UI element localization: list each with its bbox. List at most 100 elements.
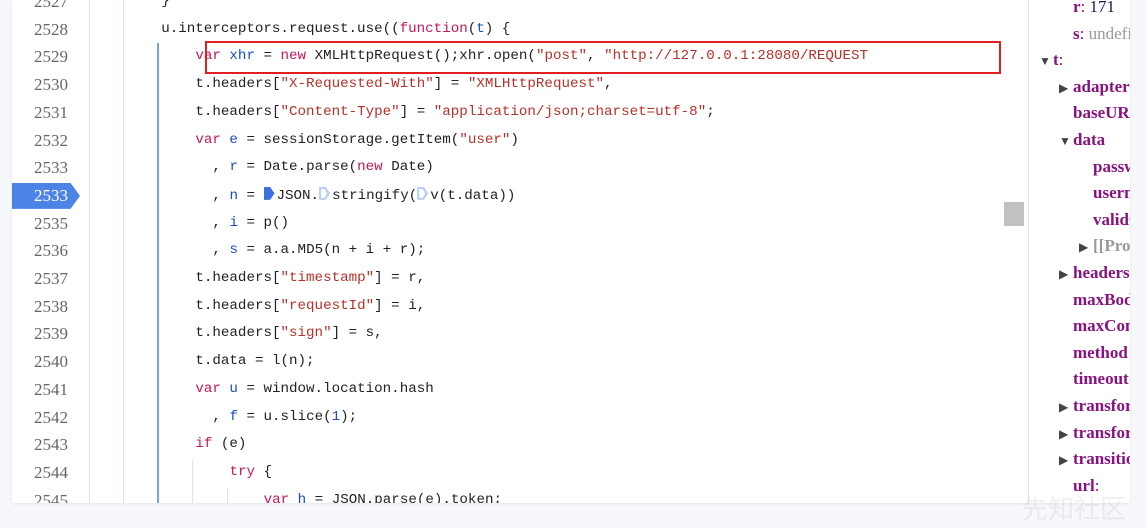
scope-item[interactable]: ▶transformResponse bbox=[1059, 423, 1130, 449]
code-text: t.headers["X-Requested-With"] = "XMLHttp… bbox=[195, 76, 612, 92]
code-token: , bbox=[212, 214, 230, 231]
line-number[interactable]: 2543 bbox=[34, 435, 68, 455]
scope-key: password bbox=[1093, 156, 1130, 176]
scope-item[interactable]: timeout bbox=[1073, 369, 1129, 395]
scope-item[interactable]: ▶ transitional bbox=[1059, 449, 1130, 475]
line-number[interactable]: 2531 bbox=[34, 102, 68, 122]
expanded-triangle-icon[interactable]: ▼ bbox=[1059, 134, 1071, 148]
code-text: if (e) bbox=[195, 436, 246, 452]
code-token: ) bbox=[510, 131, 519, 148]
line-number[interactable]: 2538 bbox=[34, 296, 68, 316]
line-number[interactable]: 2535 bbox=[34, 213, 68, 233]
line-number[interactable]: 2544 bbox=[34, 462, 68, 482]
code-line: 2540 t.data = l(n); bbox=[12, 348, 1002, 376]
scope-value: undefined bbox=[1088, 23, 1130, 43]
collapsed-triangle-icon[interactable]: ▶ bbox=[1059, 80, 1069, 95]
expanded-triangle-icon[interactable]: ▼ bbox=[1039, 54, 1051, 69]
scope-item[interactable]: maxContentLength bbox=[1073, 316, 1130, 342]
inline-breakpoint-icon[interactable] bbox=[319, 186, 331, 200]
code-token: } bbox=[161, 0, 170, 9]
code-token bbox=[289, 492, 298, 503]
line-number-breakpoint[interactable]: 2533 bbox=[12, 182, 80, 209]
code-line: 2533 , n = JSON.stringify(v(t.data)) bbox=[12, 182, 1002, 210]
code-token: t.data = l(n); bbox=[195, 353, 315, 370]
scope-key: method bbox=[1073, 342, 1128, 362]
code-token: (e) bbox=[212, 436, 247, 453]
string-literal: "timestamp" bbox=[280, 270, 375, 286]
collapsed-triangle-icon[interactable]: ▶ bbox=[1059, 426, 1069, 441]
collapsed-triangle-icon[interactable]: ▶ bbox=[1059, 267, 1069, 281]
line-number[interactable]: 2536 bbox=[34, 241, 68, 261]
code-token: t.headers[ bbox=[195, 325, 281, 342]
scope-item[interactable]: ▼t: bbox=[1039, 50, 1063, 76]
line-number[interactable]: 2530 bbox=[34, 75, 68, 95]
inline-breakpoint-icon[interactable] bbox=[417, 186, 429, 200]
scope-separator: : bbox=[1079, 23, 1089, 43]
identifier: i bbox=[229, 214, 238, 231]
identifier: f bbox=[229, 408, 238, 425]
scope-item[interactable]: ▶transformRequest bbox=[1059, 396, 1130, 422]
code-token: t.headers[ bbox=[195, 297, 281, 314]
collapsed-triangle-icon[interactable]: ▶ bbox=[1059, 453, 1069, 468]
identifier: r bbox=[229, 159, 238, 176]
scope-item[interactable]: r: 171 bbox=[1073, 0, 1115, 23]
code-text: , n = JSON.stringify(v(t.data)) bbox=[212, 186, 515, 204]
line-number[interactable]: 2533 bbox=[34, 158, 68, 178]
line-number[interactable]: 2540 bbox=[34, 352, 68, 372]
scope-item[interactable]: maxBodyLength bbox=[1073, 290, 1130, 316]
line-number[interactable]: 2545 bbox=[34, 490, 68, 503]
editor-scrollbar[interactable] bbox=[1002, 0, 1028, 503]
scope-key: transitional bbox=[1073, 449, 1130, 469]
line-number[interactable]: 2529 bbox=[34, 47, 68, 67]
inline-breakpoint-active-icon[interactable] bbox=[263, 186, 275, 200]
keyword: function bbox=[399, 20, 468, 37]
scope-item[interactable]: password bbox=[1093, 157, 1130, 183]
scope-item[interactable]: ▼data bbox=[1059, 130, 1105, 156]
line-number[interactable]: 2542 bbox=[34, 407, 68, 427]
code-line: 2535, i = p() bbox=[12, 210, 1002, 238]
code-token: , bbox=[212, 159, 230, 176]
indent-guide bbox=[227, 488, 228, 503]
line-number[interactable]: 2541 bbox=[34, 379, 68, 399]
scrollbar-thumb[interactable] bbox=[1004, 202, 1024, 226]
line-number[interactable]: 2539 bbox=[34, 324, 68, 344]
scope-item[interactable]: method bbox=[1073, 343, 1128, 369]
scope-key: baseURL bbox=[1073, 103, 1130, 123]
scope-item[interactable]: username bbox=[1093, 183, 1130, 209]
code-token: , bbox=[212, 242, 230, 259]
highlight-box bbox=[205, 41, 1001, 74]
scope-item[interactable]: ▶[[Prototype]] bbox=[1079, 236, 1130, 262]
scope-item[interactable]: s: undefined bbox=[1073, 24, 1130, 50]
line-number[interactable]: 2527 bbox=[34, 0, 68, 11]
scope-item[interactable]: ▶headers bbox=[1059, 263, 1130, 289]
code-token: ) { bbox=[484, 20, 511, 37]
code-token: , bbox=[212, 187, 230, 204]
code-token: ] = bbox=[433, 76, 468, 93]
scope-separator: : bbox=[1080, 0, 1090, 16]
code-token: JSON. bbox=[276, 187, 320, 204]
identifier: u bbox=[229, 380, 238, 397]
scope-key: validCode bbox=[1093, 209, 1130, 229]
code-token: = u.slice( bbox=[237, 408, 332, 425]
code-token: = a.a.MD5(n + i + r); bbox=[237, 242, 426, 259]
scope-item[interactable]: url: bbox=[1073, 476, 1099, 502]
string-literal: "XMLHttpRequest" bbox=[467, 76, 605, 93]
string-literal: "X-Requested-With" bbox=[280, 76, 434, 93]
line-number[interactable]: 2532 bbox=[34, 130, 68, 150]
scope-item[interactable]: baseURL bbox=[1073, 103, 1130, 129]
scope-item[interactable]: validCode bbox=[1093, 210, 1130, 236]
code-token: ); bbox=[340, 408, 358, 425]
collapsed-triangle-icon[interactable]: ▶ bbox=[1079, 240, 1089, 255]
keyword: if bbox=[195, 436, 213, 453]
collapsed-triangle-icon[interactable]: ▶ bbox=[1059, 400, 1069, 414]
line-number[interactable]: 2537 bbox=[34, 269, 68, 288]
code-token: = JSON.parse(e).token; bbox=[306, 491, 502, 503]
code-token: Date) bbox=[382, 159, 434, 176]
line-number[interactable]: 2528 bbox=[34, 19, 68, 39]
code-text: var xhr = new XMLHttpRequest();xhr.open(… bbox=[195, 48, 868, 64]
code-text: var u = window.location.hash bbox=[195, 381, 433, 397]
scope-item[interactable]: ▶adapter bbox=[1059, 77, 1130, 103]
